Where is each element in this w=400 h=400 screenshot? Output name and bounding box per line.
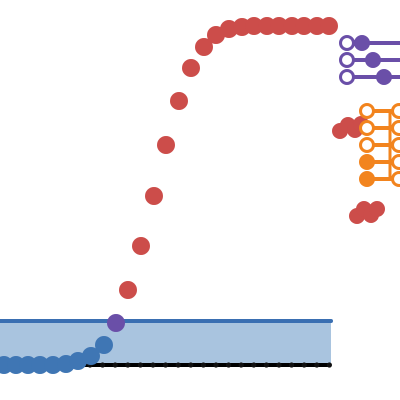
red-dot: [182, 59, 200, 77]
red-dot: [320, 17, 338, 35]
orange-toggle-switch[interactable]: [359, 120, 400, 136]
toggle-knob[interactable]: [359, 154, 375, 170]
purple-toggle-switch[interactable]: [339, 69, 400, 85]
blue-dot: [82, 347, 100, 365]
purple-toggle-switch[interactable]: [339, 35, 400, 51]
rail-dot: [301, 362, 307, 368]
toggle-knob[interactable]: [359, 103, 375, 119]
orange-toggle-switch[interactable]: [359, 137, 400, 153]
red-dot: [195, 38, 213, 56]
rail-dot: [251, 362, 257, 368]
rail-dot: [100, 362, 106, 368]
toggle-knob[interactable]: [359, 171, 375, 187]
rail-dot: [289, 362, 295, 368]
toggle-anchor: [339, 69, 355, 85]
rail-dot: [226, 362, 232, 368]
toggle-end: [391, 171, 400, 187]
blue-dot: [44, 356, 62, 374]
orange-toggle-switch[interactable]: [359, 171, 400, 187]
cluster-dot: [369, 201, 385, 217]
purple-toggle-switch[interactable]: [339, 52, 400, 68]
toggle-end: [391, 154, 400, 170]
rail-dot: [150, 362, 156, 368]
rail-dot: [238, 362, 244, 368]
toggle-end: [391, 103, 400, 119]
red-dot-cluster: [349, 201, 385, 224]
red-dot: [270, 17, 288, 35]
toggle-end: [391, 120, 400, 136]
red-dot: [157, 136, 175, 154]
orange-toggle-group[interactable]: [359, 103, 400, 188]
rail-dot: [137, 362, 143, 368]
orange-toggle-switch[interactable]: [359, 154, 400, 170]
rail-dot: [163, 362, 169, 368]
rail-dot: [263, 362, 269, 368]
rail-dot: [125, 362, 131, 368]
orange-toggle-switch[interactable]: [359, 103, 400, 119]
toggle-knob[interactable]: [359, 120, 375, 136]
toggle-knob[interactable]: [354, 35, 370, 51]
toggle-knob[interactable]: [359, 137, 375, 153]
red-dot: [132, 237, 150, 255]
red-dot-clusters: [332, 116, 385, 224]
rail-dot: [326, 362, 332, 368]
rail-dots: [87, 362, 332, 368]
red-dot: [295, 17, 313, 35]
toggle-knob[interactable]: [365, 52, 381, 68]
blue-dot: [95, 336, 113, 354]
toggle-knob[interactable]: [376, 69, 392, 85]
red-dot: [170, 92, 188, 110]
ball[interactable]: [107, 314, 125, 332]
toggle-anchor: [339, 35, 355, 51]
toggle-end: [391, 137, 400, 153]
rail-dot: [213, 362, 219, 368]
toggle-anchor: [339, 52, 355, 68]
purple-toggle-group[interactable]: [339, 35, 400, 85]
rail-dot: [314, 362, 320, 368]
rail-dot: [112, 362, 118, 368]
red-dot: [245, 17, 263, 35]
red-dot: [119, 281, 137, 299]
rail-dot: [188, 362, 194, 368]
blue-dot: [31, 356, 49, 374]
rail-dot: [200, 362, 206, 368]
ball-trajectory: [0, 17, 338, 374]
red-dot: [145, 187, 163, 205]
rail-dot: [175, 362, 181, 368]
rail-dot: [276, 362, 282, 368]
